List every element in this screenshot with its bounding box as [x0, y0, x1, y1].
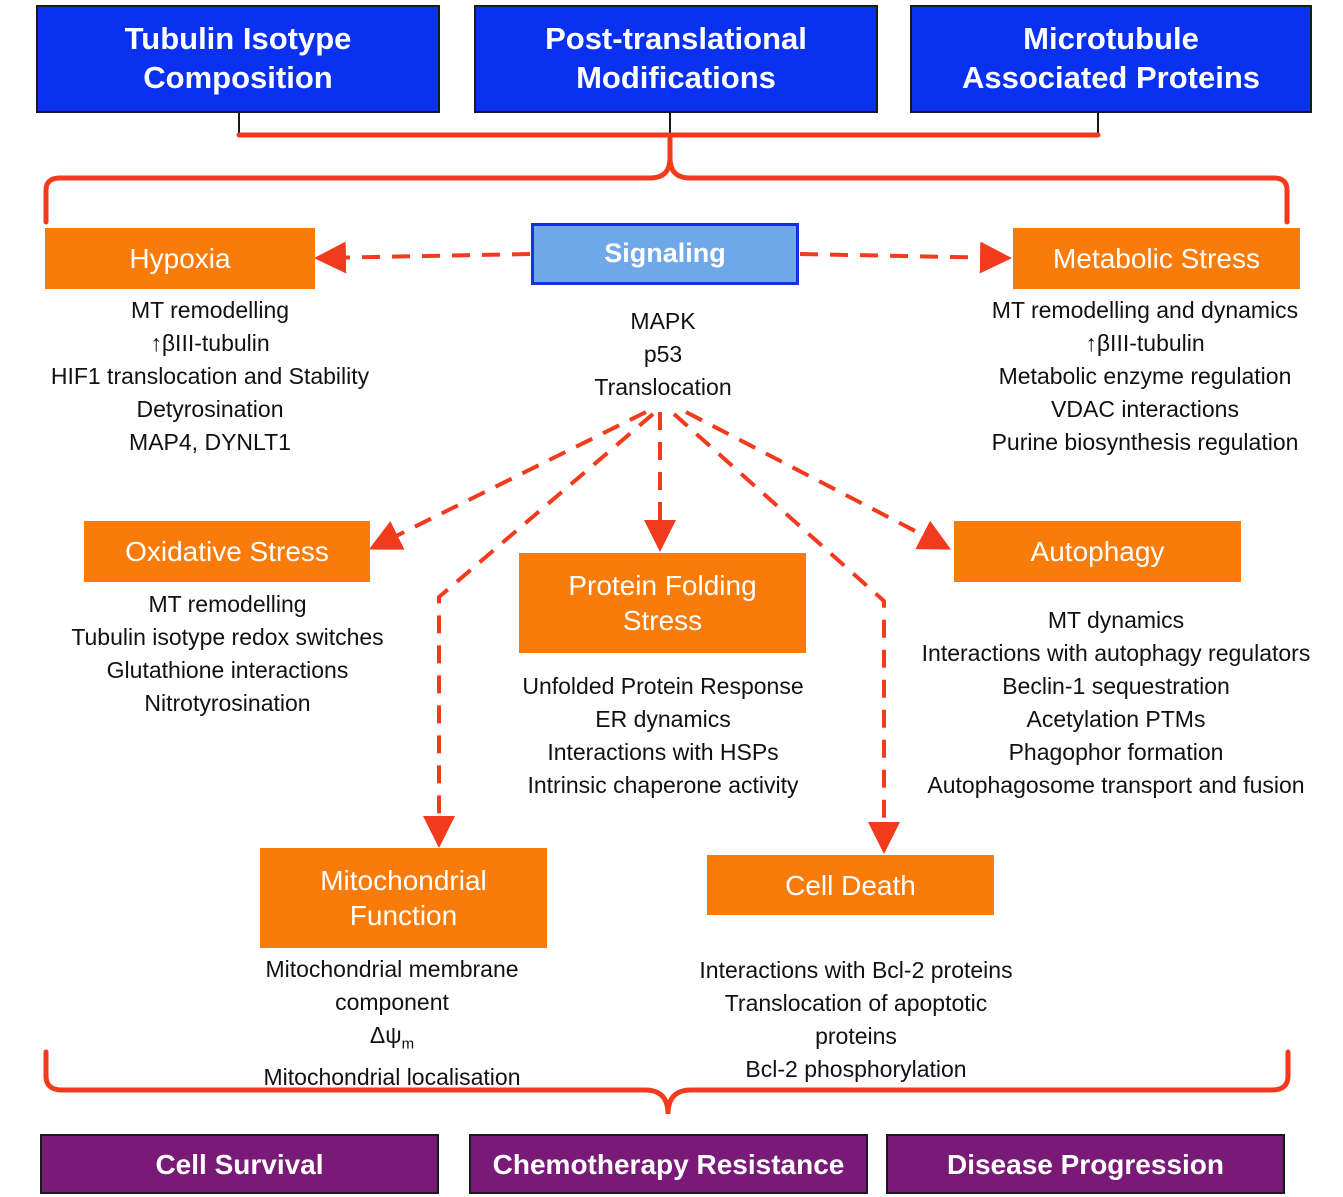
protein-folding-item: Intrinsic chaperone activity — [527, 772, 799, 798]
autophagy-item: Interactions with autophagy regulators — [921, 640, 1311, 666]
hypoxia-item: Detyrosination — [136, 396, 284, 422]
autophagy-box: Autophagy — [954, 521, 1241, 582]
oxidative-item: Nitrotyrosination — [144, 690, 311, 716]
protein-folding-item: Unfolded Protein Response — [522, 673, 804, 699]
cell-survival-box: Cell Survival — [40, 1134, 439, 1194]
signaling-item: MAPK — [630, 308, 696, 334]
protein-folding-item: ER dynamics — [595, 706, 731, 732]
metabolic-item: Purine biosynthesis regulation — [991, 429, 1299, 455]
hypoxia-item: MT remodelling — [130, 297, 290, 323]
signaling-item: Translocation — [594, 374, 732, 400]
metabolic-item: VDAC interactions — [1051, 396, 1239, 422]
autophagy-item: Beclin-1 sequestration — [1002, 673, 1230, 699]
cell-death-item: proteins — [815, 1023, 897, 1049]
oxidative-stress-box: Oxidative Stress — [84, 521, 370, 582]
metabolic-item: Metabolic enzyme regulation — [998, 363, 1292, 389]
arrow-to-mitochondrial — [423, 412, 655, 848]
protein-folding-items: Unfolded Protein Response ER dynamics In… — [493, 670, 833, 802]
mitochondrial-item: component — [335, 989, 449, 1015]
hypoxia-items: MT remodelling ↑βIII-tubulin HIF1 transl… — [30, 294, 390, 459]
hypoxia-box: Hypoxia — [45, 228, 315, 289]
autophagy-items: MT dynamics Interactions with autophagy … — [893, 604, 1339, 802]
mitochondrial-potential: Δψm — [369, 1022, 415, 1053]
signaling-box: Signaling — [531, 223, 799, 285]
autophagy-item: Phagophor formation — [1008, 739, 1224, 765]
autophagy-item: Acetylation PTMs — [1026, 706, 1206, 732]
hypoxia-item: MAP4, DYNLT1 — [129, 429, 291, 455]
oxidative-item: Glutathione interactions — [106, 657, 349, 683]
cell-death-box: Cell Death — [707, 855, 994, 915]
arrow-to-metabolic — [799, 241, 1012, 274]
bottom-bracket — [43, 1049, 1291, 1115]
cell-death-item: Translocation of apoptotic — [724, 990, 988, 1016]
metabolic-item: ↑βIII-tubulin — [1085, 330, 1205, 356]
chemotherapy-resistance-box: Chemotherapy Resistance — [469, 1134, 868, 1194]
arrow-to-oxidative — [368, 410, 647, 550]
top-stems — [238, 113, 1099, 133]
cell-death-item: Interactions with Bcl-2 proteins — [699, 957, 1013, 983]
signaling-items: MAPK p53 Translocation — [563, 305, 763, 404]
mitochondrial-item: Mitochondrial localisation — [263, 1063, 521, 1090]
arrow-to-hypoxia — [314, 241, 531, 274]
cell-death-items: Interactions with Bcl-2 proteins Translo… — [666, 954, 1046, 1086]
metabolic-stress-box: Metabolic Stress — [1013, 228, 1300, 289]
metabolic-items: MT remodelling and dynamics ↑βIII-tubuli… — [960, 294, 1330, 459]
autophagy-item: MT dynamics — [1047, 607, 1185, 633]
top-bracket — [43, 132, 1290, 225]
autophagy-item: Autophagosome transport and fusion — [927, 772, 1305, 798]
disease-progression-box: Disease Progression — [886, 1134, 1285, 1194]
oxidative-items: MT remodelling Tubulin isotype redox swi… — [40, 588, 415, 720]
signaling-item: p53 — [643, 341, 683, 367]
protein-folding-item: Interactions with HSPs — [547, 739, 779, 765]
oxidative-item: Tubulin isotype redox switches — [71, 624, 384, 650]
oxidative-item: MT remodelling — [148, 591, 307, 617]
signal-arrows — [314, 241, 1012, 854]
cell-death-item: Bcl-2 phosphorylation — [745, 1056, 967, 1082]
metabolic-item: MT remodelling and dynamics — [991, 297, 1299, 323]
arrow-to-cell-death — [672, 412, 900, 854]
hypoxia-item: ↑βIII-tubulin — [150, 330, 270, 356]
mitochondrial-item: Mitochondrial membrane — [265, 956, 519, 982]
mitochondrial-items: Mitochondrial membrane component Δψm Mit… — [232, 953, 552, 1094]
hypoxia-item: HIF1 translocation and Stability — [50, 363, 370, 389]
arrow-to-autophagy — [685, 410, 952, 550]
